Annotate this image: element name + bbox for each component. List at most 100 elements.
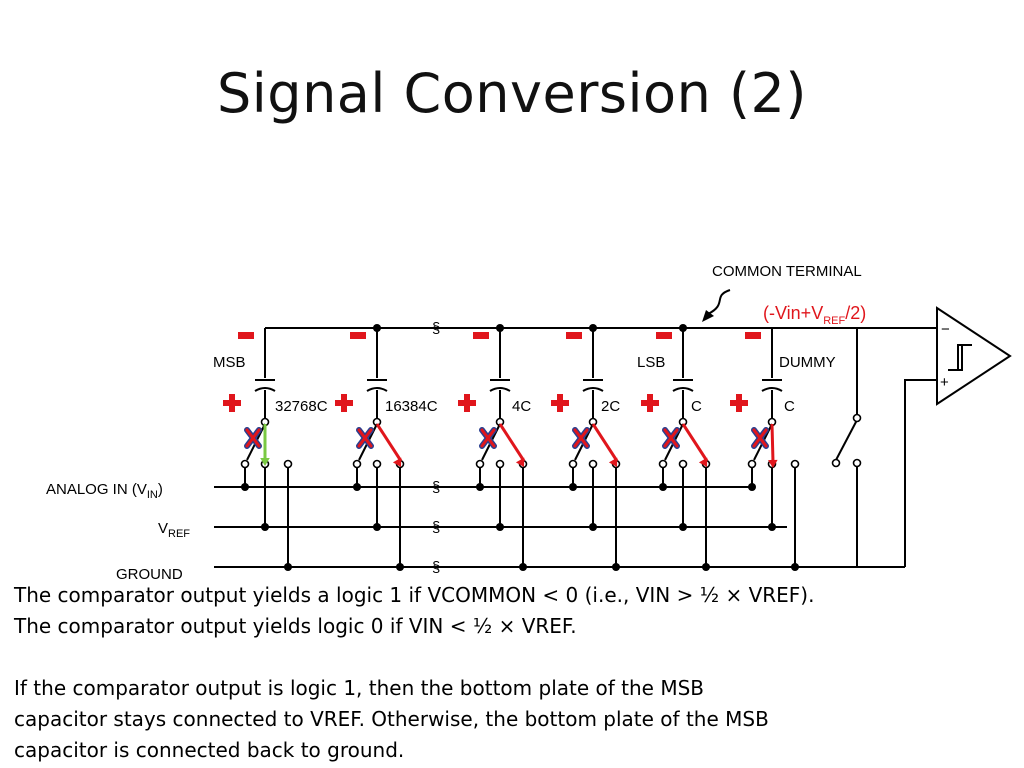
- switch-arrow-6: [770, 423, 775, 463]
- plus-sign-v-1: [229, 394, 235, 412]
- plus-sign-v-2: [341, 394, 347, 412]
- bus-break-top: §: [432, 320, 440, 337]
- ground-junction-3: [519, 563, 527, 571]
- vref-junction-2: [373, 523, 381, 531]
- analog-junction-2: [353, 483, 361, 491]
- comparator-hysteresis-symbol-2: [952, 344, 972, 371]
- plus-sign-v-4: [557, 394, 563, 412]
- minus-sign-1: [238, 332, 254, 339]
- ground-junction-2: [396, 563, 404, 571]
- plus-sign-v-3: [464, 394, 470, 412]
- body-line-2: The comparator output yields logic 0 if …: [14, 614, 577, 638]
- analog-junction-1: [241, 483, 249, 491]
- cap-bottom-plate-3: [489, 387, 511, 392]
- switch-arrowhead-5: [698, 457, 708, 467]
- bus-break-analog: §: [432, 479, 440, 496]
- ground-junction-5: [702, 563, 710, 571]
- bus-break-ground: §: [432, 559, 440, 576]
- msb-label: MSB: [213, 354, 246, 371]
- analog-in-label: ANALOG IN (VIN): [46, 481, 163, 501]
- dummy-switch-terminal-a: [831, 458, 841, 468]
- minus-sign-4: [566, 332, 582, 339]
- cap-label-4: 2C: [601, 398, 620, 415]
- switch-arrowhead-3: [515, 457, 525, 467]
- vcommon-label: (-Vin+VREF/2): [763, 303, 866, 327]
- body-line-1: The comparator output yields a logic 1 i…: [14, 583, 815, 607]
- vcommon-suffix: /2): [845, 303, 866, 323]
- minus-sign-3: [473, 332, 489, 339]
- plus-sign-v-5: [647, 394, 653, 412]
- common-terminal-leader: [707, 289, 731, 315]
- analog-in-subscript: IN: [147, 489, 158, 501]
- dummy-switch-pivot: [852, 413, 862, 423]
- cap-bottom-plate-6: [761, 387, 783, 392]
- cap-label-3: 4C: [512, 398, 531, 415]
- analog-in-suffix: ): [158, 481, 163, 498]
- cap-label-2: 16384C: [385, 398, 438, 415]
- minus-sign-2: [350, 332, 366, 339]
- common-terminal-arrowhead: [702, 310, 714, 322]
- vref-junction-4: [589, 523, 597, 531]
- comparator-minus: −: [941, 321, 950, 338]
- bus-junction-2: [373, 324, 381, 332]
- dummy-switch-blade: [835, 419, 858, 461]
- body-line-4: capacitor stays connected to VREF. Other…: [14, 707, 769, 731]
- bus-junction-3: [496, 324, 504, 332]
- bus-junction-4: [589, 324, 597, 332]
- switch-terminal-1-1: [240, 459, 250, 469]
- x-mark-6: [752, 428, 768, 448]
- body-text: The comparator output yields a logic 1 i…: [14, 580, 1014, 766]
- analog-junction-5: [659, 483, 667, 491]
- dummy-switch-terminal-b: [852, 458, 862, 468]
- plus-sign-v-6: [736, 394, 742, 412]
- switch-arrow-3: [498, 423, 526, 462]
- switch-arrowhead-1: [260, 458, 270, 466]
- switch-terminal-1-3: [283, 459, 293, 469]
- x-mark-2: [357, 428, 373, 448]
- switch-terminal-3-1: [475, 459, 485, 469]
- switch-arrow-5: [681, 423, 709, 462]
- ground-label: GROUND: [116, 566, 183, 583]
- switch-arrow-4: [591, 423, 619, 462]
- lsb-label: LSB: [637, 354, 665, 371]
- switch-terminal-4-2: [588, 459, 598, 469]
- cap-label-5: C: [691, 398, 702, 415]
- vref-junction-3: [496, 523, 504, 531]
- switch-terminal-6-1: [747, 459, 757, 469]
- vref-subscript: REF: [168, 528, 190, 540]
- comparator: [936, 306, 1012, 406]
- ground-junction-4: [612, 563, 620, 571]
- ground-junction-1: [284, 563, 292, 571]
- body-line-5: capacitor is connected back to ground.: [14, 738, 405, 762]
- cap-bottom-plate-2: [366, 387, 388, 392]
- vref-junction-1: [261, 523, 269, 531]
- bus-junction-5: [679, 324, 687, 332]
- switch-terminal-5-1: [658, 459, 668, 469]
- cap-label-6: C: [784, 398, 795, 415]
- x-mark-1: [245, 428, 261, 448]
- switch-arrowhead-6: [768, 459, 778, 468]
- slide-title: Signal Conversion (2): [217, 62, 807, 125]
- comparator-plus-input: [904, 379, 937, 567]
- ground-junction-6: [791, 563, 799, 571]
- dummy-label: DUMMY: [779, 354, 836, 371]
- switch-arrow-2: [375, 423, 403, 462]
- vcommon-prefix: (-Vin+V: [763, 303, 823, 323]
- analog-in-prefix: ANALOG IN (V: [46, 481, 147, 498]
- switch-terminal-6-3: [790, 459, 800, 469]
- cap-bottom-plate-4: [582, 387, 604, 392]
- common-terminal-label: COMMON TERMINAL: [712, 263, 862, 280]
- x-mark-5: [663, 428, 679, 448]
- paragraph-gap: [14, 642, 1014, 673]
- cap-bottom-plate-1: [254, 387, 276, 392]
- x-mark-3: [480, 428, 496, 448]
- switch-terminal-3-2: [495, 459, 505, 469]
- cap-label-1: 32768C: [275, 398, 328, 415]
- analog-junction-6: [748, 483, 756, 491]
- analog-junction-4: [569, 483, 577, 491]
- vref-junction-5: [679, 523, 687, 531]
- x-mark-4: [573, 428, 589, 448]
- switch-terminal-4-1: [568, 459, 578, 469]
- vref-label: VREF: [158, 520, 190, 540]
